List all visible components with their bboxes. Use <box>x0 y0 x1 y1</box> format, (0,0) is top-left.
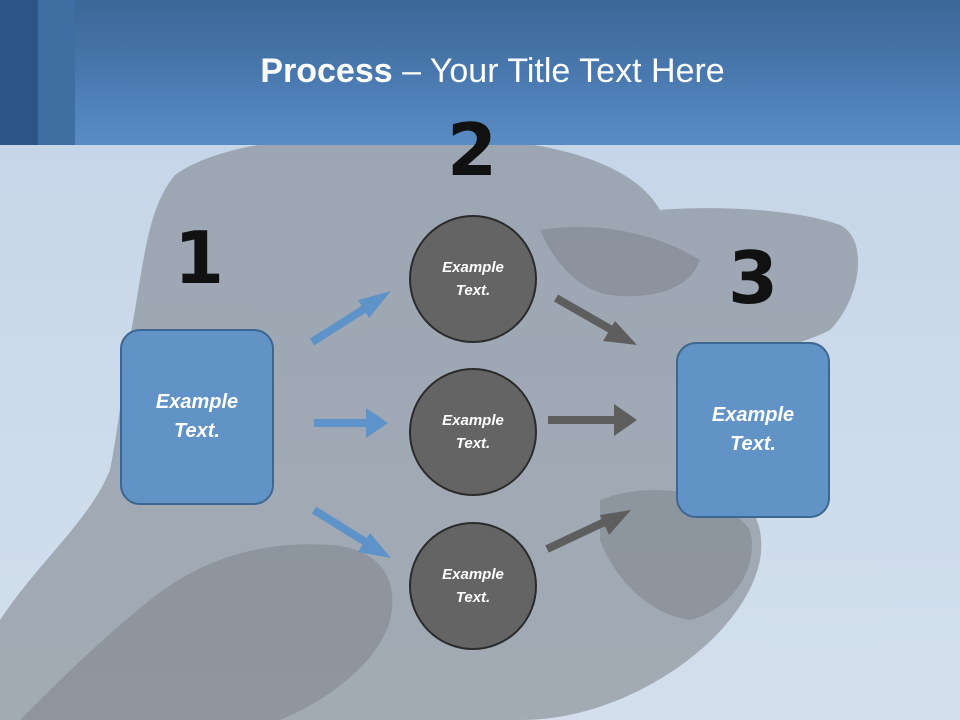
step-circle-middle: Example Text. <box>409 368 537 496</box>
step-box-left: Example Text. <box>120 329 274 505</box>
step-circle-bottom: Example Text. <box>409 522 537 650</box>
arrow-gray-down <box>554 294 637 345</box>
step-box-right: Example Text. <box>676 342 830 518</box>
arrow-blue-right <box>314 408 388 438</box>
box-label: Example Text. <box>155 391 239 442</box>
title-bold: Process <box>260 52 393 90</box>
title-rest: – Your Title Text Here <box>392 52 725 90</box>
step-circle-top: Example Text. <box>409 215 537 343</box>
header-accent-strip <box>38 0 75 145</box>
arrow-blue-down <box>311 506 391 558</box>
circle-label: Example Text. <box>442 259 504 299</box>
circle-label: Example Text. <box>442 566 504 606</box>
step-number-1: 1 <box>173 216 225 300</box>
arrow-blue-up <box>309 291 391 346</box>
box-label: Example Text. <box>711 404 795 455</box>
arrow-gray-up <box>545 510 631 553</box>
header-accent-strip <box>0 0 38 145</box>
header-band <box>0 0 960 145</box>
slide-title: Process – Your Title Text Here <box>0 52 960 91</box>
arrow-gray-right <box>548 404 637 436</box>
step-number-2: 2 <box>446 108 498 192</box>
circle-label: Example Text. <box>442 412 504 452</box>
step-number-3: 3 <box>727 236 779 320</box>
